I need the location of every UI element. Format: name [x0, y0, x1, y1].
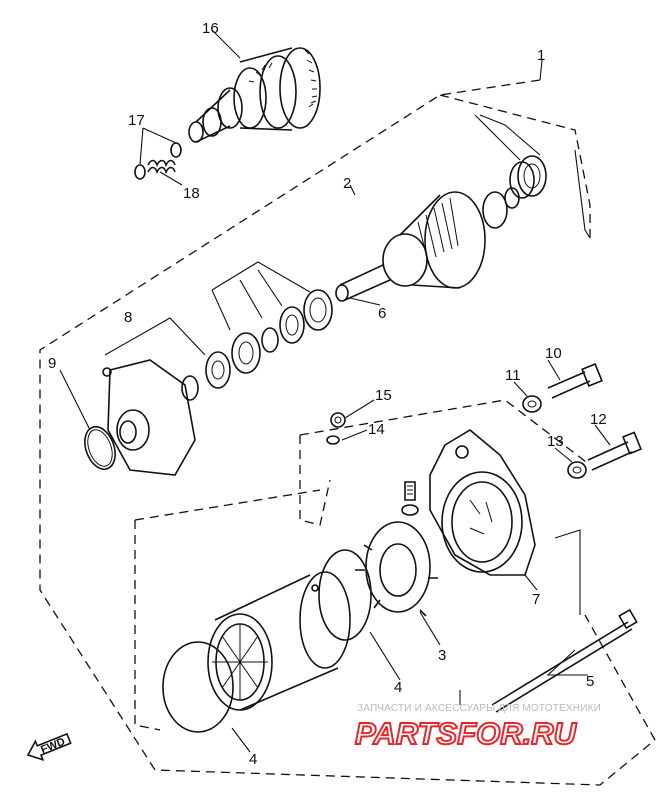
- callout-10: 10: [545, 345, 562, 362]
- callout-14: 14: [368, 421, 385, 438]
- callout-leaders: [59, 29, 611, 753]
- callout-4-rear: 4: [394, 679, 402, 696]
- callout-1: 1: [537, 47, 545, 64]
- fwd-arrow-icon: FWD: [26, 732, 72, 762]
- callout-labels: 16 1 17 18 2 6 8 9 10 11 15 14 12 13 7 3…: [48, 20, 607, 768]
- callout-11: 11: [505, 367, 521, 384]
- part-3-brush-plate: [355, 481, 438, 617]
- part-9-o-ring: [84, 425, 116, 471]
- callout-6: 6: [378, 305, 386, 322]
- callout-4-front: 4: [249, 751, 257, 768]
- callout-7: 7: [532, 591, 540, 608]
- callout-13: 13: [547, 433, 564, 450]
- fwd-label: FWD: [39, 736, 67, 757]
- callout-16: 16: [202, 20, 219, 37]
- part-5-through-bolt: [491, 608, 638, 713]
- part-7-rear-cover: [429, 429, 536, 576]
- part-14-washer: [326, 435, 340, 445]
- part-4-o-ring-front: [162, 641, 234, 733]
- part-2-armature: [335, 187, 520, 302]
- callout-3: 3: [438, 647, 446, 664]
- part-17-18-spring-washers: [134, 127, 183, 186]
- part-11-washer: [522, 395, 542, 413]
- yoke-housing: [207, 571, 351, 711]
- watermark-brand: PARTSFOR.RU: [355, 716, 578, 751]
- callout-5: 5: [586, 673, 594, 690]
- washer-brackets: [104, 114, 591, 356]
- callout-15: 15: [375, 387, 392, 404]
- callout-2: 2: [343, 175, 351, 192]
- watermark: ЗАПЧАСТИ И АКСЕССУАРЫ ДЛЯ МОТОТЕХНИКИ PA…: [354, 703, 601, 752]
- callout-9: 9: [48, 355, 56, 372]
- part-12-bolt: [587, 431, 642, 471]
- assembly-outline: [39, 79, 656, 786]
- callout-12: 12: [590, 411, 607, 428]
- part-4-o-ring-rear: [318, 549, 372, 641]
- watermark-subtitle: ЗАПЧАСТИ И АКСЕССУАРЫ ДЛЯ МОТОТЕХНИКИ: [357, 703, 601, 714]
- part-13-washer: [567, 461, 587, 479]
- armature-shim-washers: [181, 155, 547, 401]
- front-end-cover: [102, 359, 196, 476]
- part-15-nut: [330, 412, 346, 428]
- part-16-starter-clutch: [188, 47, 321, 143]
- part-10-bolt: [547, 362, 603, 399]
- callout-18: 18: [183, 185, 200, 202]
- callout-17: 17: [128, 112, 145, 129]
- callout-8: 8: [124, 309, 132, 326]
